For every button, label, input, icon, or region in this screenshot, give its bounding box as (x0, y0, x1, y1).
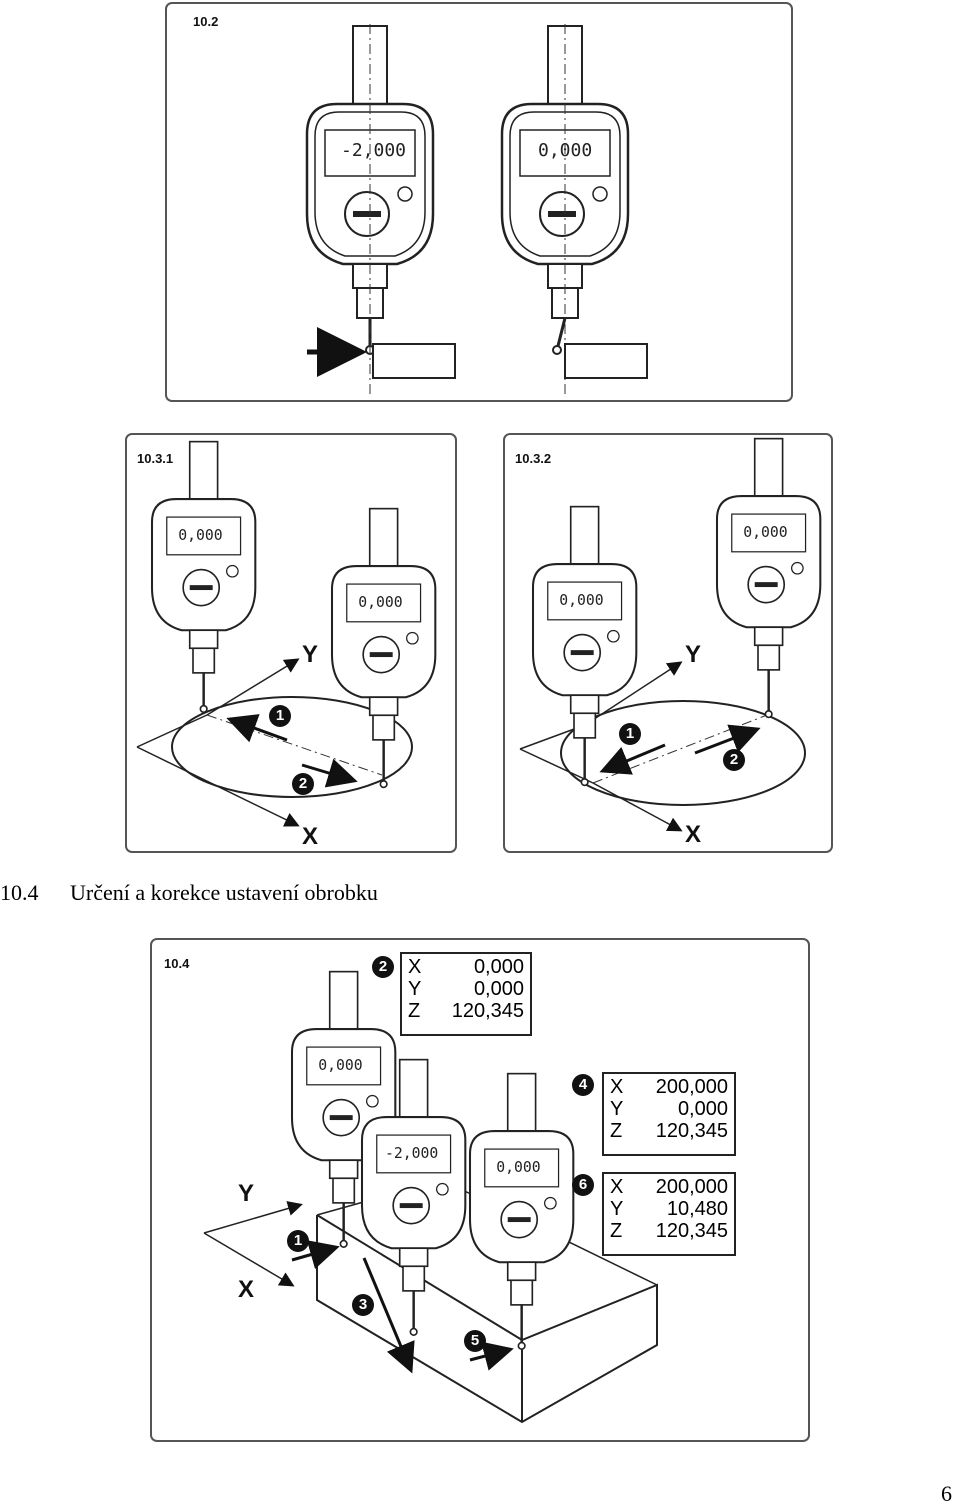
axis-value: 200,000 (655, 1076, 728, 1098)
gauge-display: 0,000 (358, 594, 402, 611)
x-axis-label: X (238, 1276, 255, 1303)
gauge-icon: 0,000 (330, 507, 437, 789)
axis-name: Y (408, 978, 422, 1000)
gauge-display: 0,000 (496, 1159, 540, 1176)
y-axis-label: Y (685, 641, 702, 668)
figure-10-4: 10.4 0,000 (150, 938, 810, 1442)
step-badge: 5 (464, 1330, 486, 1352)
gauge-icon: 0,000 (468, 1072, 575, 1350)
coordinate-readout: X 200,000 Y 0,000 Z 120,345 (602, 1072, 736, 1156)
section-number: 10.4 (0, 880, 39, 905)
y-axis-label: Y (302, 641, 319, 668)
axis-value: 0,000 (473, 956, 524, 978)
gauge-display: 0,000 (318, 1057, 362, 1074)
axis-value: 200,000 (655, 1176, 728, 1198)
axis-value: 120,345 (451, 1000, 524, 1022)
section-heading: 10.4 Určení a korekce ustavení obrobku (0, 880, 378, 906)
axis-name: Y (610, 1198, 624, 1220)
axis-value: 120,345 (655, 1120, 728, 1142)
figure-label: 10.2 (193, 14, 219, 29)
axis-name: X (610, 1176, 624, 1198)
gauge-display: -2,000 (385, 1145, 438, 1162)
step-badge: 6 (572, 1174, 594, 1196)
step-badge: 1 (287, 1230, 309, 1252)
gauge-display: 0,000 (178, 527, 222, 544)
x-axis-label: X (685, 821, 702, 848)
y-axis-label: Y (238, 1180, 255, 1207)
gauge-icon: 0,000 (290, 970, 397, 1248)
figure-10-3-2: 10.3.2 0,000 0,000 (503, 433, 833, 853)
x-axis-label: X (302, 823, 319, 850)
gauge-icon: 0,000 (531, 505, 638, 787)
coordinate-readout: X 0,000 Y 0,000 Z 120,345 (400, 952, 532, 1036)
coordinate-readout: X 200,000 Y 10,480 Z 120,345 (602, 1172, 736, 1256)
axis-name: X (408, 956, 422, 978)
step-badge: 4 (572, 1074, 594, 1096)
axis-name: Z (408, 1000, 421, 1022)
step-badge: 1 (269, 705, 291, 727)
gauge-icon: -2,000 (360, 1058, 467, 1336)
page-number: 6 (941, 1481, 952, 1506)
figure-10-3-2-drawing: 0,000 0,000 (519, 437, 822, 832)
figure-label: 10.3.2 (515, 451, 552, 466)
axis-value: 0,000 (677, 1098, 728, 1120)
axis-name: Z (610, 1120, 623, 1142)
figure-10-3-1: 10.3.1 0,000 0,000 (125, 433, 457, 853)
gauge-icon: 0,000 (715, 437, 822, 719)
figure-10-3-1-drawing: 0,000 0,000 (136, 440, 437, 827)
step-badge: 2 (723, 749, 745, 771)
figure-10-2-drawing: -2,000 0,000 (305, 24, 648, 394)
section-title: Určení a korekce ustavení obrobku (70, 880, 378, 905)
gauge-icon: 0,000 (150, 440, 257, 714)
step-badge: 1 (619, 723, 641, 745)
figure-label: 10.4 (164, 956, 190, 971)
axis-name: Z (610, 1220, 623, 1242)
step-badge: 3 (352, 1294, 374, 1316)
gauge-display: 0,000 (743, 524, 787, 541)
figure-label: 10.3.1 (137, 451, 174, 466)
axis-name: X (610, 1076, 624, 1098)
axis-value: 10,480 (666, 1198, 728, 1220)
gauge-display: 0,000 (559, 592, 603, 609)
step-badge: 2 (292, 773, 314, 795)
axis-name: Y (610, 1098, 624, 1120)
axis-value: 0,000 (473, 978, 524, 1000)
figure-10-4-drawing: 0,000 -2,000 0,000 (203, 970, 658, 1424)
figure-10-2: 10.2 -2,000 0,000 (165, 2, 793, 402)
axis-value: 120,345 (655, 1220, 728, 1242)
gauge-display: -2,000 (341, 140, 406, 161)
step-badge: 2 (372, 956, 394, 978)
